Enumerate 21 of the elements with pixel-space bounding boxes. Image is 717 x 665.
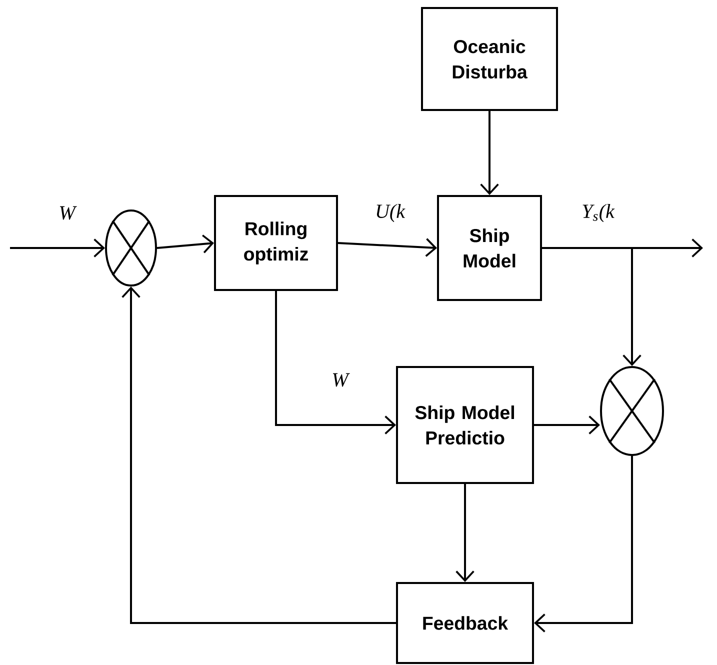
edge-label: Y$_{s}$(k (582, 204, 615, 222)
arrow (534, 456, 633, 632)
block-box: Oceanic Disturba (421, 7, 558, 111)
arrow (10, 238, 105, 258)
arrow (456, 484, 474, 582)
summing-junction (600, 366, 664, 456)
arrow (480, 111, 499, 195)
edge-label: U(k (376, 204, 406, 222)
block-box: Feedback (396, 582, 534, 664)
arrow (122, 286, 396, 624)
arrow (275, 291, 396, 434)
edge-label: W (60, 206, 77, 220)
arrow (542, 247, 642, 366)
edge-label: W (333, 373, 350, 387)
arrow (534, 416, 600, 434)
block-box: Ship Model (437, 195, 542, 301)
arrow (156, 234, 214, 254)
block-box: Ship Model Predictio (396, 366, 534, 484)
summing-junction (105, 210, 157, 286)
arrow (338, 238, 437, 257)
block-box: Rolling optimiz (214, 195, 338, 291)
